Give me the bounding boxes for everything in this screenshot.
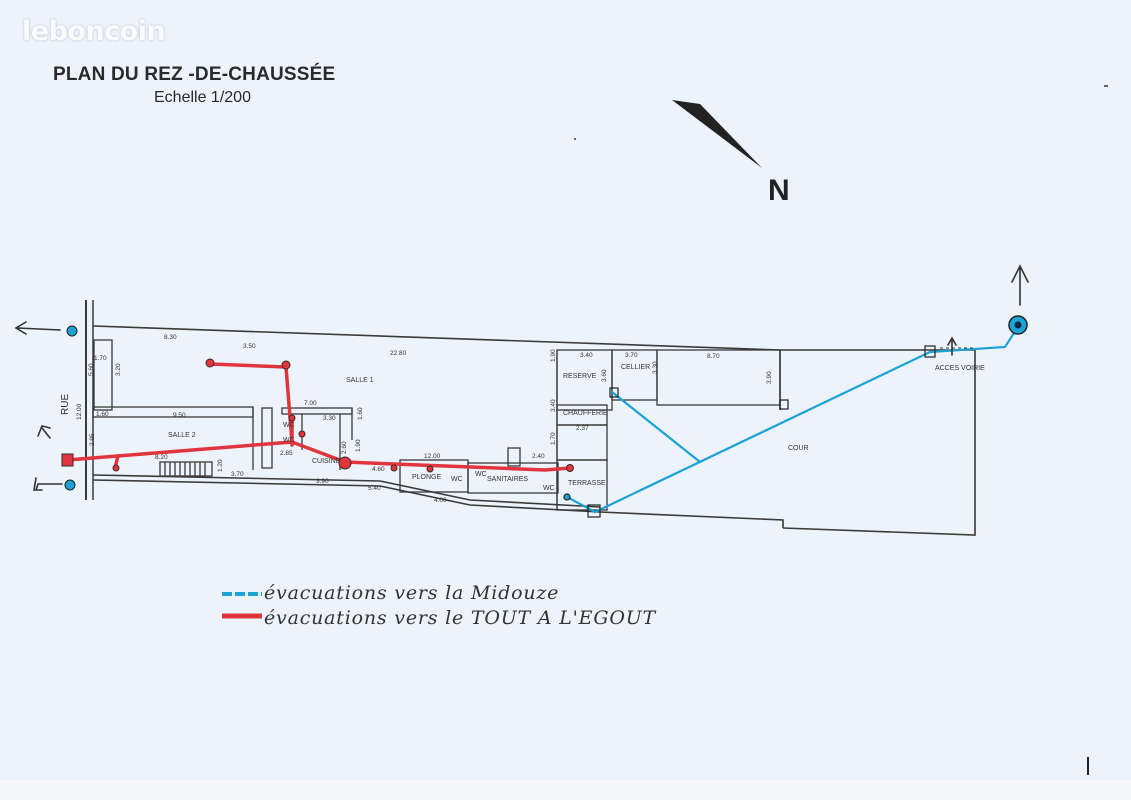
building-outline (92, 325, 976, 536)
room-label-wc2: WC (283, 437, 295, 444)
dim-label: 2.85 (280, 450, 293, 457)
room-label-cellier: CELLIER (621, 364, 650, 371)
dim-label: 9.50 (173, 412, 186, 419)
plan-title: PLAN DU REZ -DE-CHAUSSÉE (53, 64, 336, 85)
street-label: RUE (60, 394, 71, 415)
room-label-wc1: WC (283, 422, 295, 429)
dim-label: 2.60 (341, 441, 348, 454)
room-label-wc4: WC (475, 471, 487, 478)
blue-drain-points (563, 345, 936, 518)
dim-label: 1.60 (96, 411, 109, 418)
dim-label: 8.20 (155, 454, 168, 461)
dim-label: 3.70 (231, 471, 244, 478)
leboncoin-watermark: leboncoin (22, 16, 166, 47)
dim-label: 8.30 (164, 334, 177, 341)
dim-label: 8.70 (707, 353, 720, 360)
dim-label: 1.90 (550, 349, 557, 362)
dim-label: 3.50 (243, 343, 256, 350)
dim-label: 3.30 (652, 361, 659, 374)
room-label-cour: COUR (788, 445, 809, 452)
dim-label: 3.90 (766, 371, 773, 384)
room-label-sanitaires: SANITAIRES (487, 476, 528, 483)
flow-arrows (14, 264, 1029, 491)
dim-label: 4.60 (372, 466, 385, 473)
dim-label: 1.70 (550, 432, 557, 445)
dimension-labels: 8.30 3.50 22.80 1.70 5.60 3.20 7.00 3.30… (76, 334, 773, 504)
room-label-terrasse: TERRASSE (568, 480, 606, 487)
dim-label: 1.70 (94, 355, 107, 362)
dim-label: 2.95 (89, 433, 96, 446)
room-label-chaufferie: CHAUFFERIE (563, 410, 608, 417)
dim-label: 4.00 (434, 497, 447, 504)
dim-label: 7.00 (304, 400, 317, 407)
room-label-wc5: WC (543, 485, 555, 492)
dim-label: 3.40 (580, 352, 593, 359)
room-label-reserve: RESERVE (563, 373, 597, 380)
dim-label: 22.80 (390, 350, 407, 357)
room-label-wc3: WC (451, 476, 463, 483)
room-label-salle1: SALLE 1 (346, 377, 374, 384)
dim-label: 5.40 (368, 485, 381, 492)
outlet-manholes (64, 315, 1028, 491)
dim-label: 12.00 (424, 453, 441, 460)
dim-label: 3.40 (550, 399, 557, 412)
dim-label: 2.37 (576, 425, 589, 432)
legend-red-label: évacuations vers le TOUT A L'EGOUT (264, 607, 656, 629)
room-label-salle2: SALLE 2 (168, 432, 196, 439)
dim-label: 1.60 (357, 407, 364, 420)
dim-label: 12.00 (76, 403, 83, 420)
room-label-plonge: PLONGE (412, 474, 442, 481)
dim-label: 5.60 (88, 363, 95, 376)
plan-scale: Echelle 1/200 (154, 89, 251, 106)
legend-blue-label: évacuations vers la Midouze (264, 582, 560, 604)
room-label-cuisine: CUISINE (312, 458, 341, 465)
dim-label: 2.40 (532, 453, 545, 460)
dim-label: 3.60 (601, 369, 608, 382)
dim-label: 1.20 (217, 459, 224, 472)
room-label-acces-voirie: ACCES VOIRIE (935, 365, 985, 372)
red-drain-points (61, 358, 574, 473)
dim-label: 3.70 (625, 352, 638, 359)
interior-walls (92, 339, 781, 511)
scan-bottom-edge (0, 780, 1131, 800)
north-arrow-icon (672, 100, 762, 168)
dim-label: 3.30 (323, 415, 336, 422)
dim-label: 1.90 (355, 439, 362, 452)
dim-label: 3.90 (316, 478, 329, 485)
dim-label: 3.20 (115, 363, 122, 376)
north-label: N (768, 174, 790, 207)
